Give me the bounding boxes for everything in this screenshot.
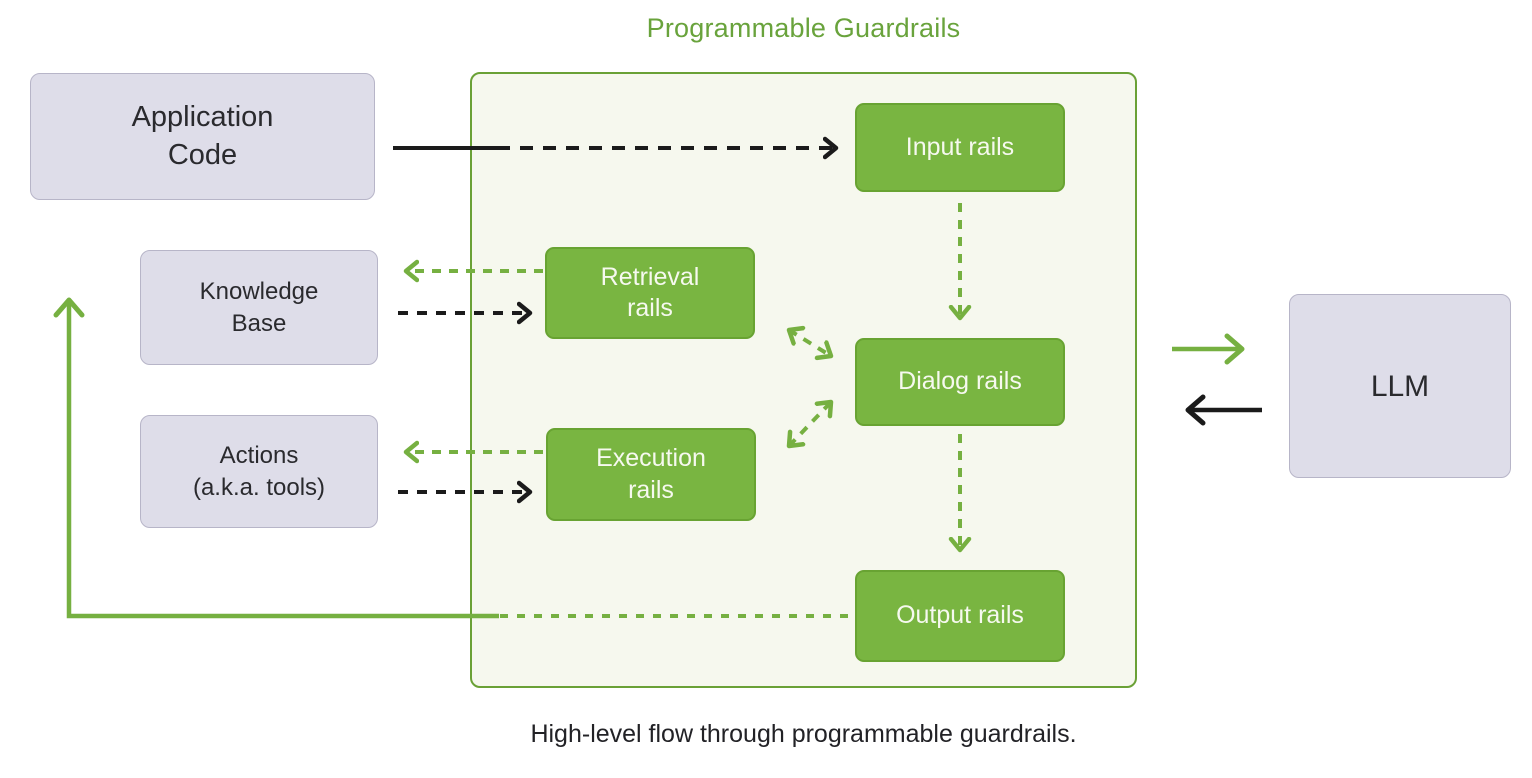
rail-output-label: Output rails: [896, 601, 1024, 630]
rail-retrieval-line2: rails: [627, 294, 673, 322]
node-actions: Actions (a.k.a. tools): [140, 415, 378, 528]
rail-execution-line2: rails: [628, 475, 674, 504]
rail-execution-line1: Execution: [596, 444, 706, 473]
rail-dialog: Dialog rails: [855, 338, 1065, 426]
rail-dialog-label: Dialog rails: [898, 367, 1022, 396]
node-application-code-line1: Application: [131, 100, 274, 133]
rail-input-label: Input rails: [905, 132, 1015, 161]
diagram-title: Programmable Guardrails: [646, 13, 961, 43]
node-application-code-line2: Code: [167, 138, 238, 171]
node-knowledge-base-line1: Knowledge: [199, 278, 319, 306]
rail-retrieval-line1: Retrieval: [600, 262, 700, 291]
rail-input: Input rails: [855, 103, 1065, 192]
node-llm-label: LLM: [1370, 369, 1430, 403]
rail-execution: Execution rails: [546, 428, 756, 521]
node-application-code: Application Code: [30, 73, 375, 200]
node-actions-line2: (a.k.a. tools): [192, 473, 326, 501]
rail-output: Output rails: [855, 570, 1065, 662]
node-knowledge-base: Knowledge Base: [140, 250, 378, 365]
node-actions-line1: Actions: [219, 442, 299, 470]
node-llm: LLM: [1289, 294, 1511, 478]
node-knowledge-base-line2: Base: [231, 309, 287, 337]
rail-retrieval: Retrieval rails: [545, 247, 755, 339]
diagram-caption: High-level flow through programmable gua…: [530, 720, 1077, 748]
